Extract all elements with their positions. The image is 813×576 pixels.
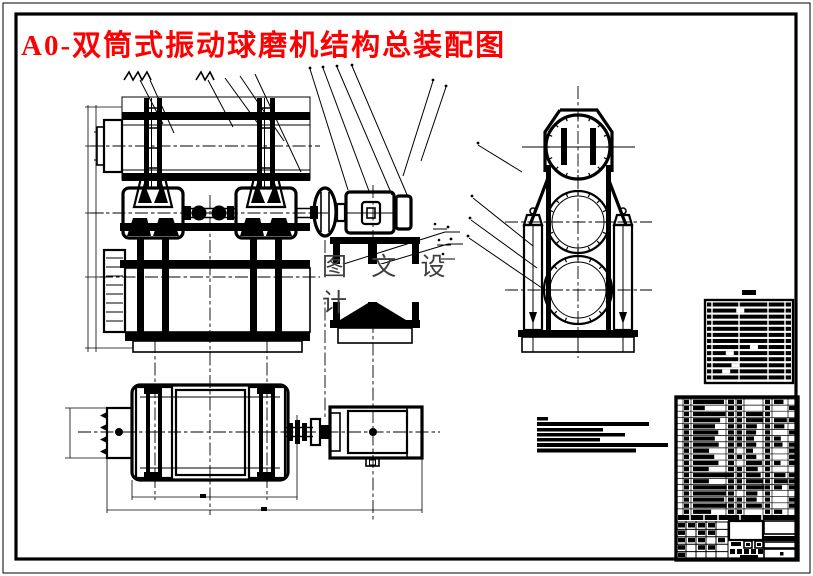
notes-lines	[537, 417, 668, 453]
drawing-title: A0-双筒式振动球磨机结构总装配图	[21, 30, 507, 62]
top-motor	[328, 405, 424, 467]
front-view	[85, 96, 420, 520]
bom-title-block	[674, 395, 800, 562]
support-tower-left	[132, 98, 174, 209]
side-view	[505, 86, 652, 358]
top-view	[65, 340, 440, 513]
front-motor	[310, 185, 420, 520]
watermark-text: 图 文 设 计	[322, 254, 500, 317]
parts-list-table	[703, 290, 795, 385]
support-tower-right	[245, 98, 287, 209]
